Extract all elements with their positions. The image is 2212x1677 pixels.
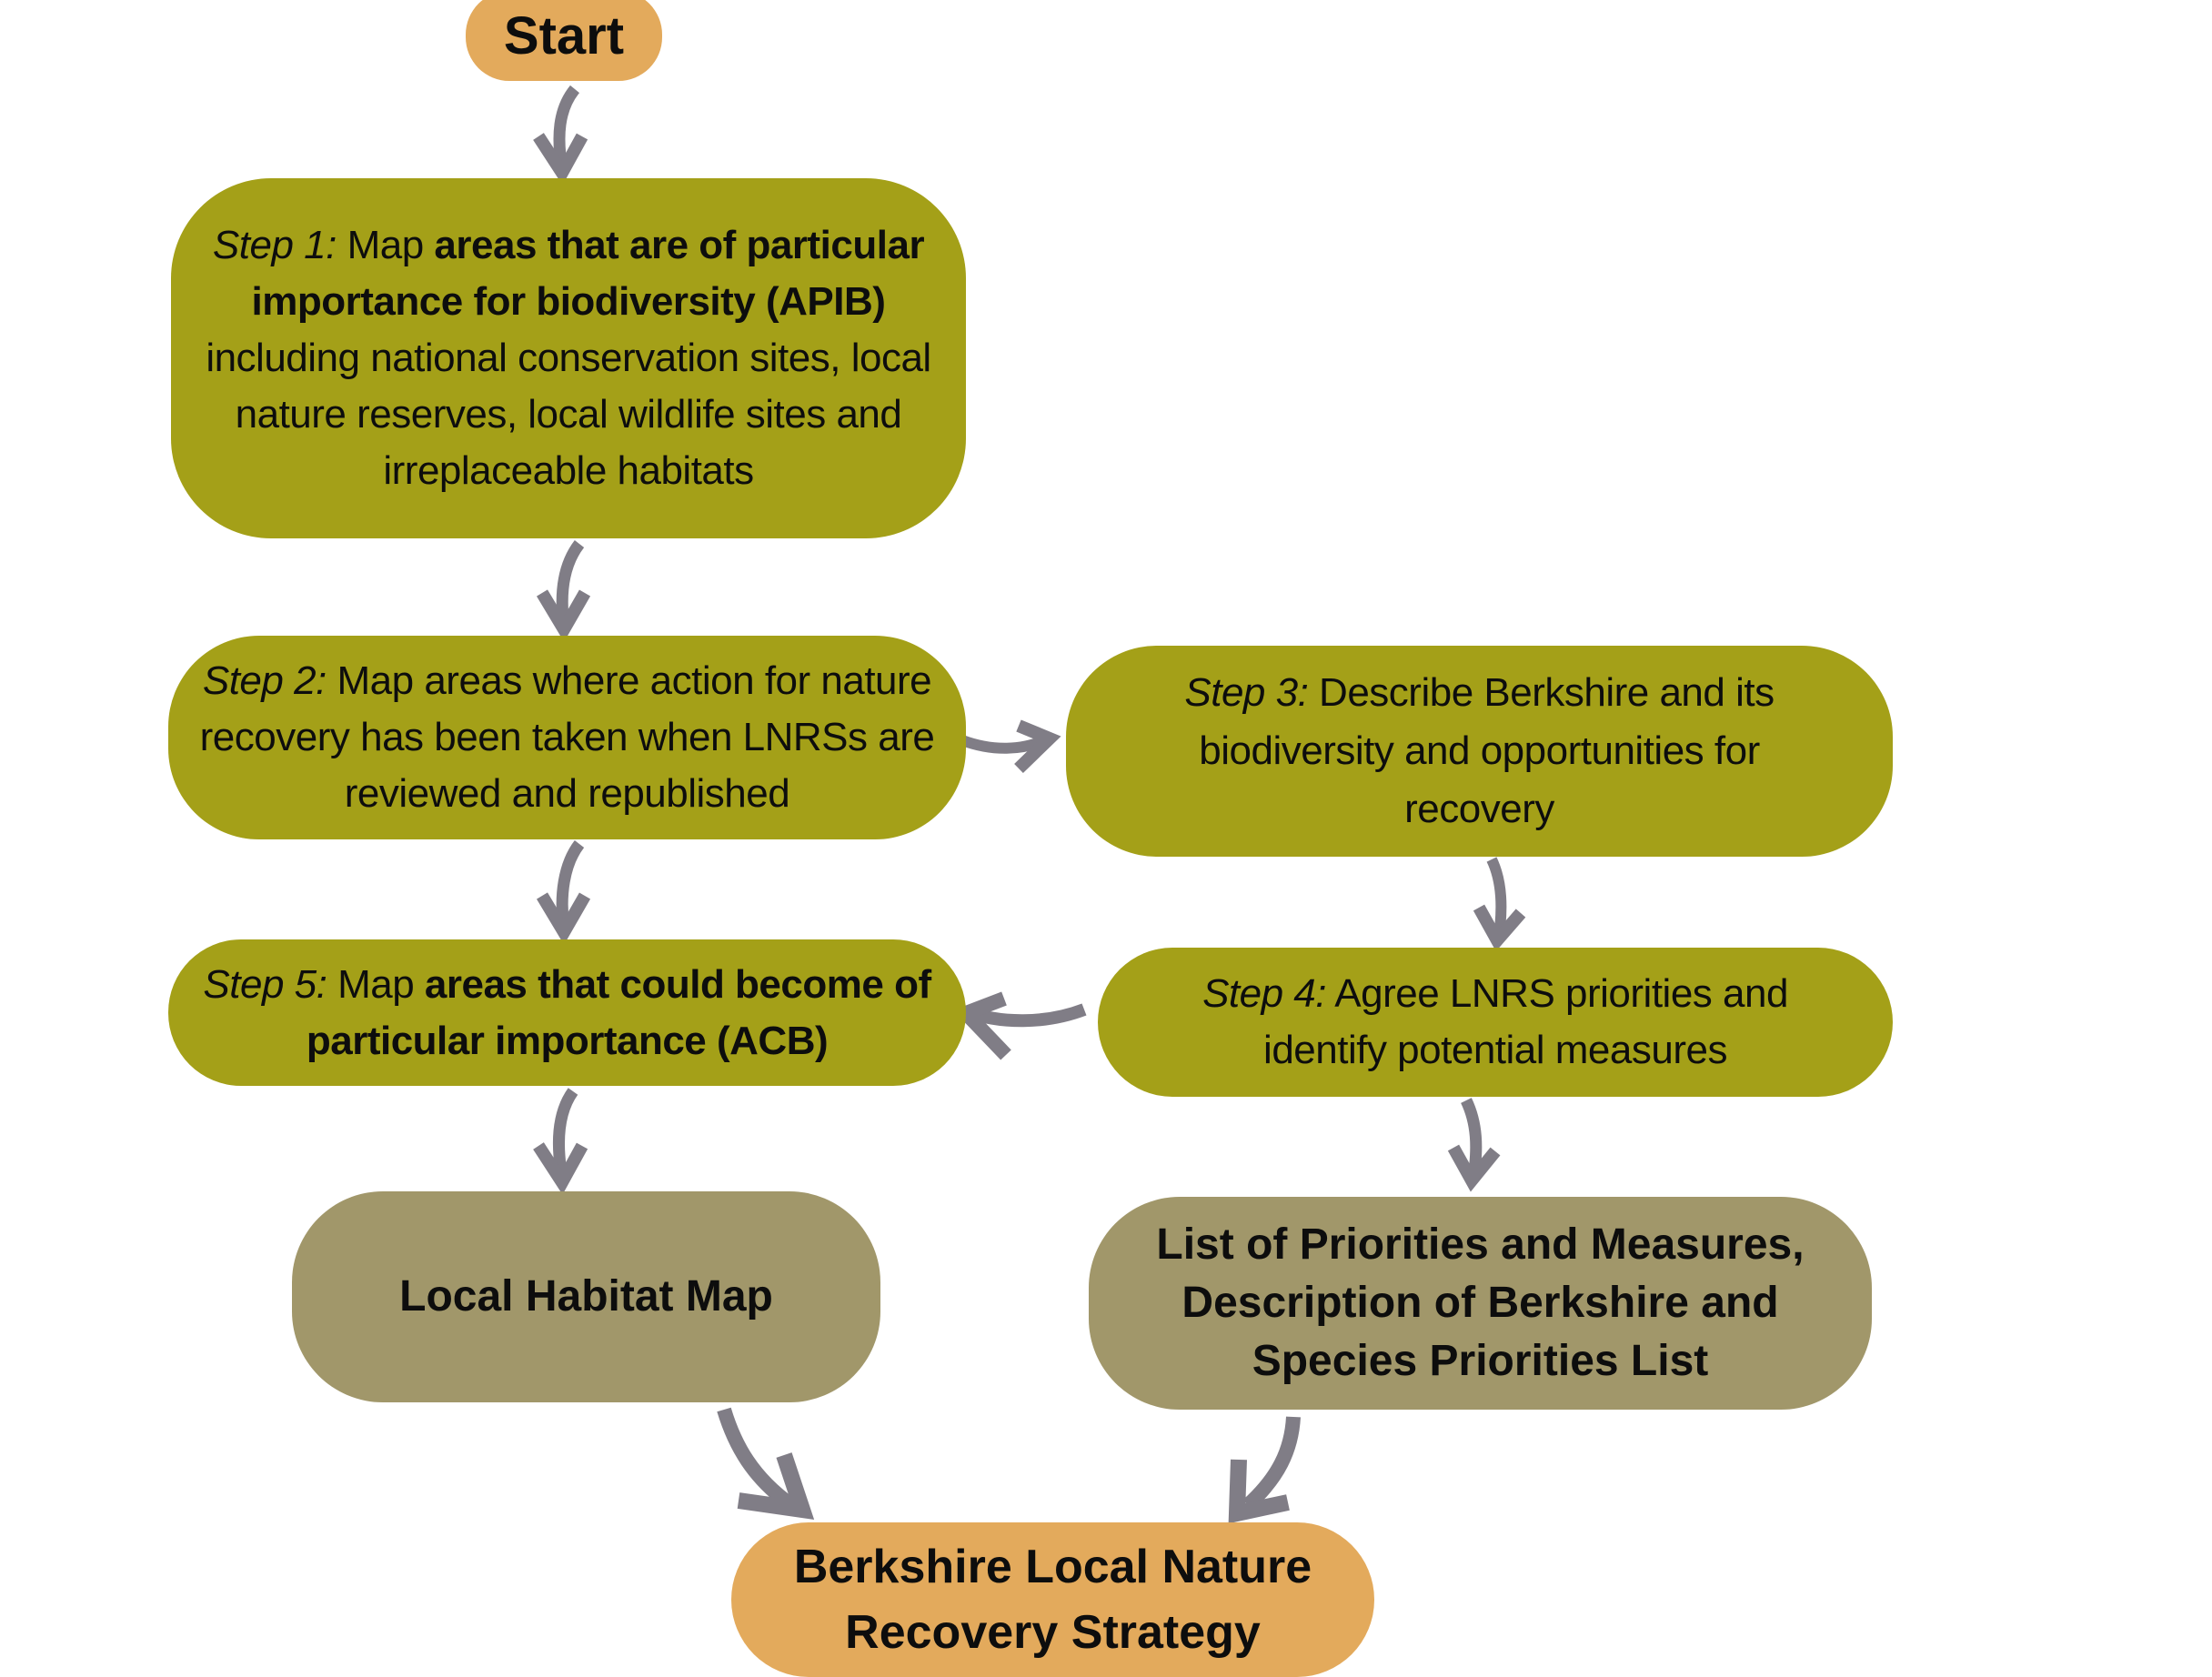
arrow-step1-to-step2 [536, 540, 591, 642]
final-strategy-node: Berkshire Local Nature Recovery Strategy [731, 1522, 1374, 1677]
habitat-map-node: Local Habitat Map [292, 1191, 880, 1402]
final-strategy-label: Berkshire Local Nature Recovery Strategy [793, 1541, 1312, 1659]
step5-node: Step 5: Map areas that could become of p… [168, 939, 966, 1086]
step1-text: Step 1: Map areas that are of particular… [193, 217, 944, 499]
arrow-step4-to-step5 [952, 991, 1087, 1060]
step5-text: Step 5: Map areas that could become of p… [177, 957, 957, 1069]
arrow-start-to-step1 [533, 85, 588, 186]
start-node: Start [466, 0, 662, 81]
step1-text-part: Map [336, 223, 435, 267]
habitat-map-label: Local Habitat Map [399, 1272, 773, 1321]
step4-text: Step 4: Agree LNRS priorities and identi… [1161, 966, 1829, 1079]
step1-node: Step 1: Map areas that are of particular… [171, 178, 966, 538]
step2-prefix: Step 2: [202, 658, 327, 703]
step2-text-part: Map areas where action for nature recove… [199, 658, 935, 816]
priorities-list-node: List of Priorities and Measures, Descrip… [1089, 1197, 1872, 1410]
step1-prefix: Step 1: [212, 223, 337, 267]
arrow-step2-to-step5 [536, 840, 591, 945]
step4-prefix: Step 4: [1202, 971, 1326, 1016]
step5-bold: areas that could become of particular im… [306, 961, 931, 1063]
start-label: Start [503, 6, 625, 65]
step1-bold: areas that are of particular importance … [251, 223, 925, 324]
arrow-list-to-final [1228, 1416, 1301, 1524]
arrow-step5-to-habitat-map [533, 1088, 588, 1195]
step3-text-part: Describe Berkshire and its biodiversity … [1199, 670, 1775, 831]
arrow-step4-to-list [1447, 1098, 1501, 1192]
arrow-habitat-map-to-final [717, 1407, 815, 1520]
step3-prefix: Step 3: [1184, 670, 1309, 715]
priorities-list-label: List of Priorities and Measures, Descrip… [1156, 1220, 1805, 1385]
step4-node: Step 4: Agree LNRS priorities and identi… [1098, 948, 1893, 1097]
step2-text: Step 2: Map areas where action for natur… [185, 653, 950, 822]
arrow-step2-to-step3 [960, 719, 1061, 774]
step5-prefix: Step 5: [203, 961, 327, 1007]
step5-text-part: Map [327, 961, 425, 1007]
step3-text: Step 3: Describe Berkshire and its biodi… [1121, 664, 1838, 838]
step2-node: Step 2: Map areas where action for natur… [168, 636, 966, 839]
arrow-step3-to-step4 [1473, 857, 1526, 952]
step3-node: Step 3: Describe Berkshire and its biodi… [1066, 646, 1893, 857]
step4-text-part: Agree LNRS priorities and identify poten… [1263, 971, 1788, 1072]
step1-text-rest: including national conservation sites, l… [206, 336, 931, 493]
